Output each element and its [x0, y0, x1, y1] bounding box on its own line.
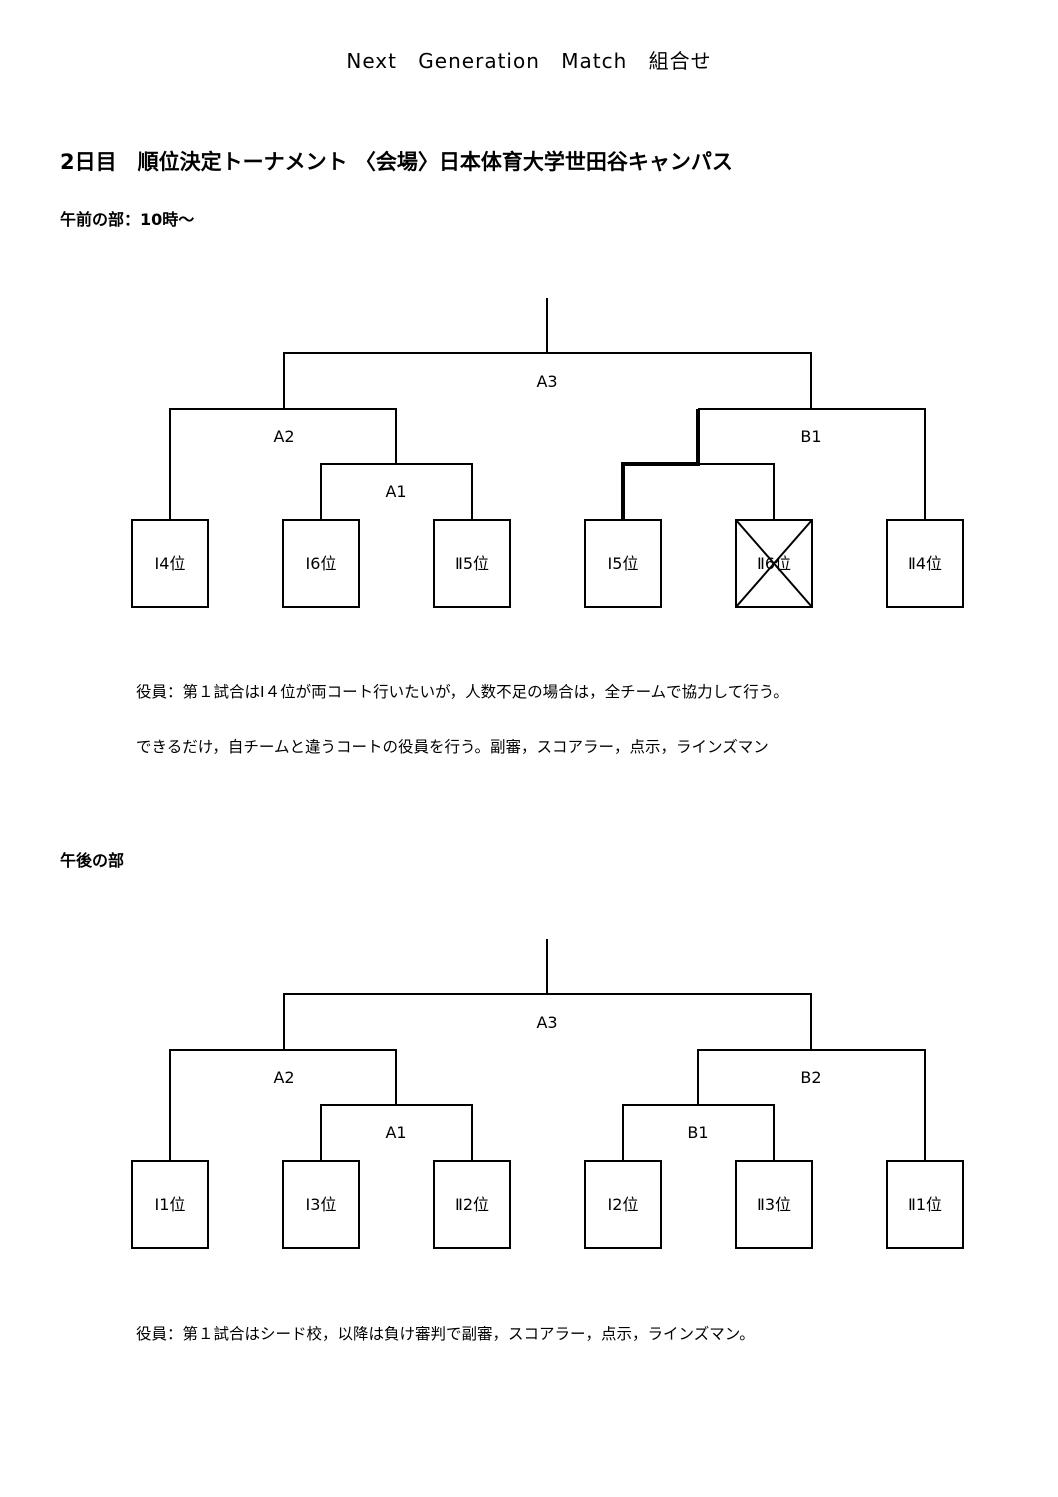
bracket-line	[698, 408, 926, 520]
match-label-a2: A2	[273, 1068, 294, 1087]
match-label-b2: B2	[800, 1068, 821, 1087]
team-box	[584, 1160, 662, 1249]
morning-note: 役員：第１試合はⅠ４位が両コート行いたいが，人数不足の場合は，全チームで協力して…	[136, 683, 789, 701]
team-slot-label: Ⅱ5位	[455, 554, 489, 573]
team-slot-label: Ⅱ4位	[908, 554, 942, 573]
team-slot-label: Ⅰ5位	[608, 554, 639, 573]
bracket-line	[283, 993, 812, 1050]
match-label-a1: A1	[385, 1123, 406, 1142]
team-slot-label: Ⅰ4位	[155, 554, 186, 573]
match-label-b1: B1	[687, 1123, 708, 1142]
page-heading: 2日目 順位決定トーナメント 〈会場〉日本体育大学世田谷キャンパス	[60, 150, 733, 174]
team-slot-label: Ⅱ3位	[757, 1195, 791, 1214]
team-box	[131, 519, 209, 608]
bracket-line	[283, 352, 812, 409]
team-box	[886, 1160, 964, 1249]
afternoon-bracket: A3 A2 B2 A1 B1 Ⅰ1位 Ⅰ3位 Ⅱ2位 Ⅰ2位 Ⅱ3位 Ⅱ1位	[131, 939, 964, 1249]
team-box	[584, 519, 662, 608]
bracket-line	[320, 1104, 473, 1161]
match-label-a2: A2	[273, 427, 294, 446]
team-box	[131, 1160, 209, 1249]
match-label-a3: A3	[536, 1013, 557, 1032]
bracket-line	[622, 1104, 775, 1161]
team-box	[735, 1160, 813, 1249]
bracket-line	[169, 1049, 397, 1161]
team-slot-label: Ⅰ3位	[306, 1195, 337, 1214]
team-slot-label: Ⅱ1位	[908, 1195, 942, 1214]
bracket-line	[697, 1049, 926, 1161]
bracket-line	[169, 408, 397, 520]
bracket-winner-path	[621, 409, 700, 520]
team-box	[282, 1160, 360, 1249]
morning-bracket: A3 A2 B1 A1 Ⅰ4位 Ⅰ6位 Ⅱ5位 Ⅰ5位 Ⅱ6位 Ⅱ4位	[131, 298, 964, 608]
cross-out-mark	[735, 519, 813, 608]
team-box	[282, 519, 360, 608]
team-box	[886, 519, 964, 608]
afternoon-section-label: 午後の部	[60, 851, 125, 870]
match-label-a3: A3	[536, 372, 557, 391]
morning-section-label: 午前の部：10時～	[60, 210, 195, 229]
document-title: Next Generation Match 組合せ	[346, 49, 712, 73]
team-slot-label: Ⅰ2位	[608, 1195, 639, 1214]
afternoon-note: 役員：第１試合はシード校，以降は負け審判で副審，スコアラー，点示，ラインズマン。	[136, 1325, 755, 1343]
morning-note: できるだけ，自チームと違うコートの役員を行う。副審，スコアラー，点示，ラインズマ…	[136, 738, 769, 756]
team-box	[433, 1160, 511, 1249]
team-slot-label: Ⅱ2位	[455, 1195, 489, 1214]
team-box	[433, 519, 511, 608]
match-label-a1: A1	[385, 482, 406, 501]
bracket-line	[320, 463, 473, 520]
match-label-b1: B1	[800, 427, 821, 446]
team-slot-label: Ⅰ1位	[155, 1195, 186, 1214]
team-slot-label: Ⅰ6位	[306, 554, 337, 573]
bracket-line	[698, 463, 775, 520]
